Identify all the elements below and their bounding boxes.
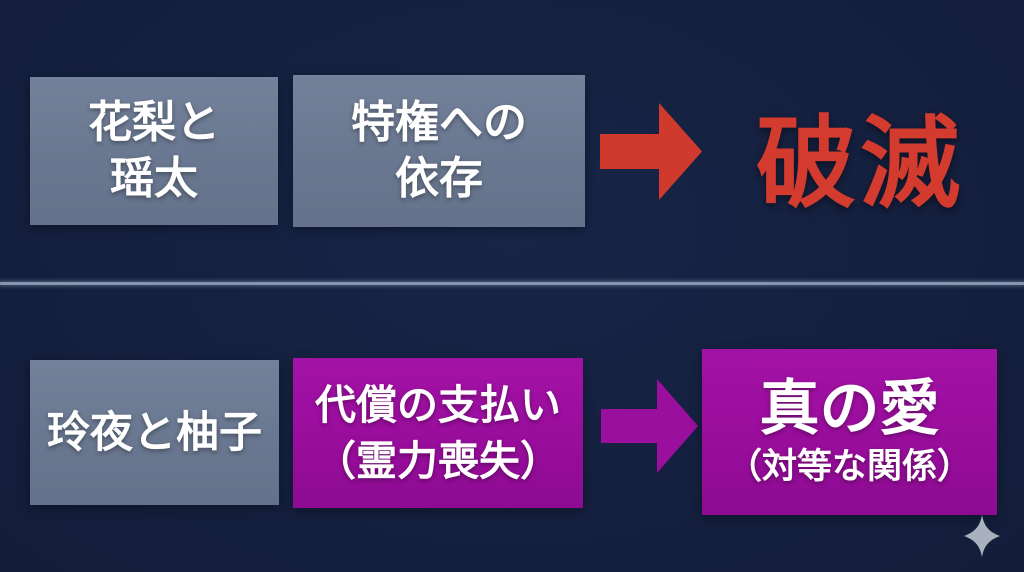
row2-result-box: 真の愛 （対等な関係） bbox=[702, 349, 997, 515]
row1-cause-line1: 特権への bbox=[351, 97, 527, 148]
row2-result-line1: 真の愛 bbox=[759, 374, 940, 444]
row1-result-text: 破滅 bbox=[756, 104, 964, 222]
divider-line bbox=[0, 282, 1024, 285]
row2-cause-box: 代償の支払い （霊力喪失） bbox=[293, 358, 583, 508]
row1-subject-line1: 花梨と bbox=[88, 97, 220, 148]
row2-subject-label: 玲夜と柚子 bbox=[47, 407, 262, 458]
row2-result-line2: （対等な関係） bbox=[726, 447, 972, 487]
row2-subject-box: 玲夜と柚子 bbox=[30, 360, 279, 505]
row1-cause-line2: 依存 bbox=[395, 153, 483, 204]
row2-cause-line1: 代償の支払い bbox=[315, 381, 561, 429]
row1-subject-box: 花梨と 瑶太 bbox=[30, 77, 278, 225]
row1-subject-line2: 瑶太 bbox=[110, 153, 198, 204]
red-right-arrow-icon bbox=[600, 103, 702, 200]
magenta-right-arrow-icon bbox=[601, 379, 698, 473]
sparkle-icon bbox=[964, 515, 1000, 557]
row2-cause-line2: （霊力喪失） bbox=[315, 437, 561, 485]
row1-cause-box: 特権への 依存 bbox=[293, 75, 585, 227]
